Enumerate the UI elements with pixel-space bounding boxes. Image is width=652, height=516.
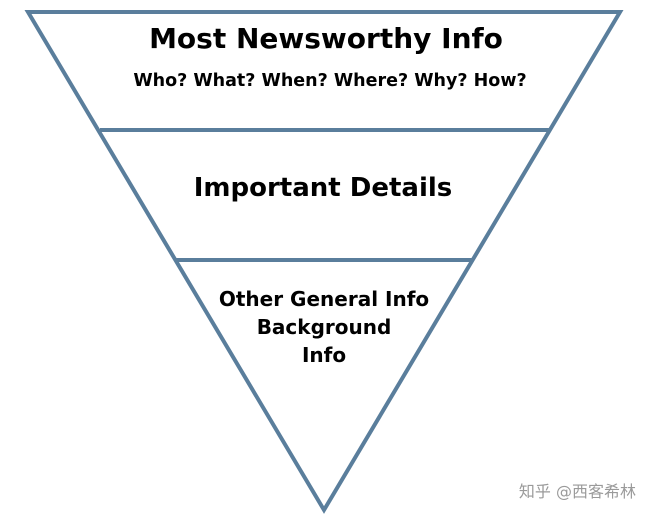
tier-3-line-1: Other General Info — [219, 287, 429, 311]
tier-1-title: Most Newsworthy Info — [149, 22, 503, 55]
watermark-author: @西客希林 — [555, 482, 636, 501]
tier-2-title: Important Details — [194, 173, 453, 203]
watermark: 知乎 @西客希林 — [519, 478, 636, 502]
tier-3-line-2: Background — [257, 315, 392, 339]
tier-3-line-3: Info — [302, 343, 346, 367]
tier-1-subtitle: Who? What? When? Where? Why? How? — [133, 71, 526, 91]
watermark-platform: 知乎 — [518, 482, 551, 501]
